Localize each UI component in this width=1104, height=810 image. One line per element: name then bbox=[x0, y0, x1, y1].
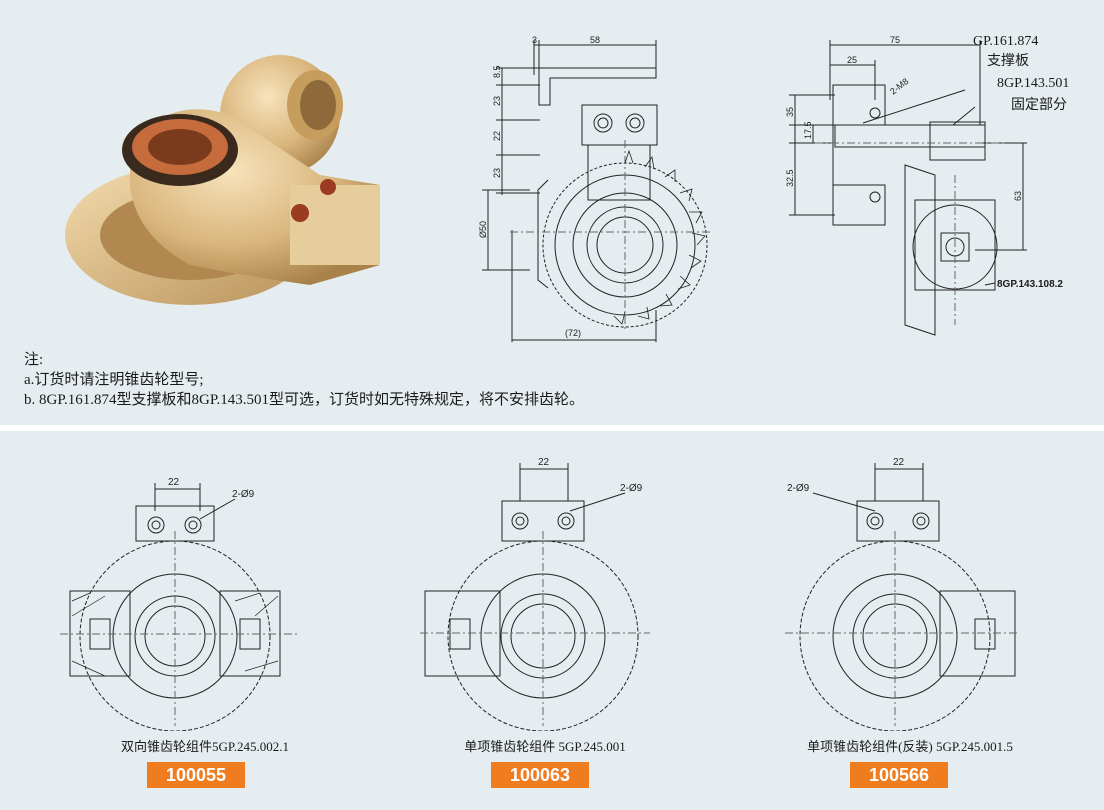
product-1-caption: 双向锥齿轮组件5GP.245.002.1 bbox=[121, 739, 289, 754]
dim-75: 75 bbox=[890, 35, 900, 45]
product-2-caption: 单项锥齿轮组件 5GP.245.001 bbox=[464, 739, 626, 754]
product-1-dim: 22 bbox=[168, 477, 180, 488]
label-fixed-code: 8GP.143.501 bbox=[997, 76, 1069, 91]
label-part-code: 8GP.143.108.2 bbox=[997, 279, 1063, 290]
product-1-code: 100055 bbox=[147, 762, 245, 788]
drawing-front-view: 75 25 2-M8 35 17.5 32.5 63 GP.161.874 支撑… bbox=[785, 34, 1069, 336]
product-3-holes: 2-Ø9 bbox=[787, 483, 810, 494]
dim-25: 25 bbox=[847, 55, 857, 65]
notes-title: 注: bbox=[24, 352, 44, 368]
note-b: b. 8GP.161.874型支撑板和8GP.143.501型可选，订货时如无特… bbox=[24, 392, 585, 408]
dim-58: 58 bbox=[590, 35, 600, 45]
product-1-holes: 2-Ø9 bbox=[232, 489, 255, 500]
label-fixed-name: 固定部分 bbox=[1011, 97, 1067, 113]
dim-17-5: 17.5 bbox=[803, 121, 813, 139]
dim-dia50: Ø50 bbox=[478, 221, 488, 238]
notes: 注: a.订货时请注明锥齿轮型号; b. 8GP.161.874型支撑板和8GP… bbox=[24, 350, 584, 410]
gear-photo bbox=[65, 55, 380, 305]
dim-32-5: 32.5 bbox=[785, 169, 795, 187]
dim-63: 63 bbox=[1013, 191, 1023, 201]
dim-23b: 23 bbox=[492, 168, 502, 178]
products-section: 22 2-Ø9 22 2-Ø9 bbox=[0, 431, 1104, 810]
product-2-dim: 22 bbox=[538, 457, 550, 468]
dim-2-m8: 2-M8 bbox=[888, 76, 910, 97]
top-section: 3 58 8.5 23 22 23 Ø50 (72) bbox=[24, 34, 1070, 410]
section-divider bbox=[0, 425, 1104, 431]
label-support-code: GP.161.874 bbox=[973, 34, 1038, 49]
gear-housing bbox=[122, 109, 380, 286]
gear-teeth bbox=[613, 149, 706, 325]
product-drawing-2: 22 2-Ø9 bbox=[420, 457, 650, 731]
dim-3: 3 bbox=[532, 35, 537, 45]
dim-23a: 23 bbox=[492, 96, 502, 106]
product-3-dim: 22 bbox=[893, 457, 905, 468]
note-a: a.订货时请注明锥齿轮型号; bbox=[24, 372, 204, 388]
product-2-holes: 2-Ø9 bbox=[620, 483, 643, 494]
product-2-code: 100063 bbox=[491, 762, 589, 788]
product-drawing-1: 22 2-Ø9 bbox=[60, 477, 300, 731]
dim-72: (72) bbox=[565, 328, 581, 338]
product-3-code: 100566 bbox=[850, 762, 948, 788]
dim-35: 35 bbox=[785, 107, 795, 117]
drawing-side-view: 3 58 8.5 23 22 23 Ø50 (72) bbox=[478, 35, 710, 342]
dim-8-5: 8.5 bbox=[492, 65, 502, 78]
dim-22: 22 bbox=[492, 131, 502, 141]
product-drawing-3: 22 2-Ø9 bbox=[785, 457, 1020, 731]
product-3-caption: 单项锥齿轮组件(反装) 5GP.245.001.5 bbox=[807, 739, 1013, 754]
label-support-name: 支撑板 bbox=[987, 53, 1029, 69]
